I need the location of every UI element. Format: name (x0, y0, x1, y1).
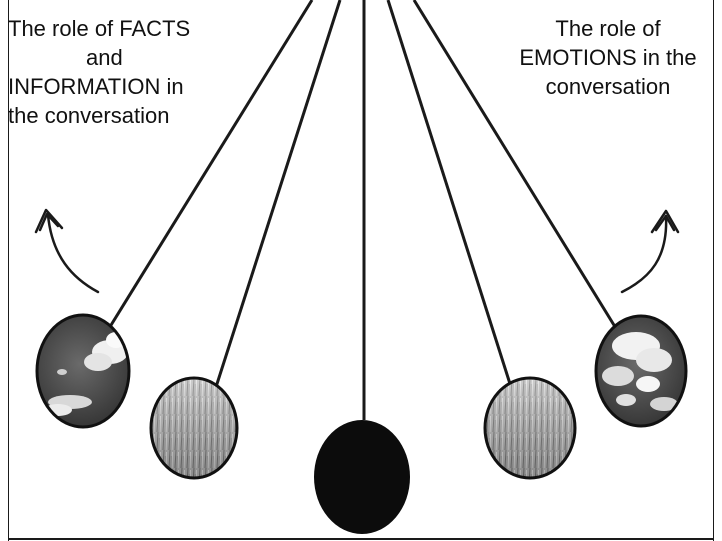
facts-label-line-1: The role of FACTS (8, 16, 191, 41)
swing-arrow-left-icon (34, 208, 100, 294)
pendulum-string-right-inner (386, 0, 513, 388)
facts-information-label: The role of FACTS and INFORMATION in the… (6, 14, 220, 130)
pendulum-string-right-outer (412, 0, 619, 331)
emotions-label-line-3: conversation (545, 74, 671, 99)
ball-left-inner (149, 376, 239, 480)
facts-label-line-3: INFORMATION in (8, 74, 184, 99)
frame-left-border (8, 0, 9, 541)
ball-left-outer (35, 313, 131, 429)
emotions-label-line-1: The role of (555, 16, 661, 41)
swing-arrow-right-icon (620, 209, 680, 294)
ball-center (314, 420, 410, 534)
facts-label-line-4: the conversation (8, 103, 170, 128)
emotions-label-line-2: EMOTIONS in the (519, 45, 697, 70)
pendulum-string-left-inner (214, 0, 342, 388)
frame-right-border (713, 0, 714, 541)
ball-right-outer (594, 314, 688, 428)
facts-label-line-2: and (86, 45, 123, 70)
emotions-label: The role of EMOTIONS in the conversation (498, 14, 718, 101)
ball-right-inner (483, 376, 577, 480)
frame-bottom-border (8, 538, 714, 540)
pendulum-string-left-outer (106, 0, 314, 331)
